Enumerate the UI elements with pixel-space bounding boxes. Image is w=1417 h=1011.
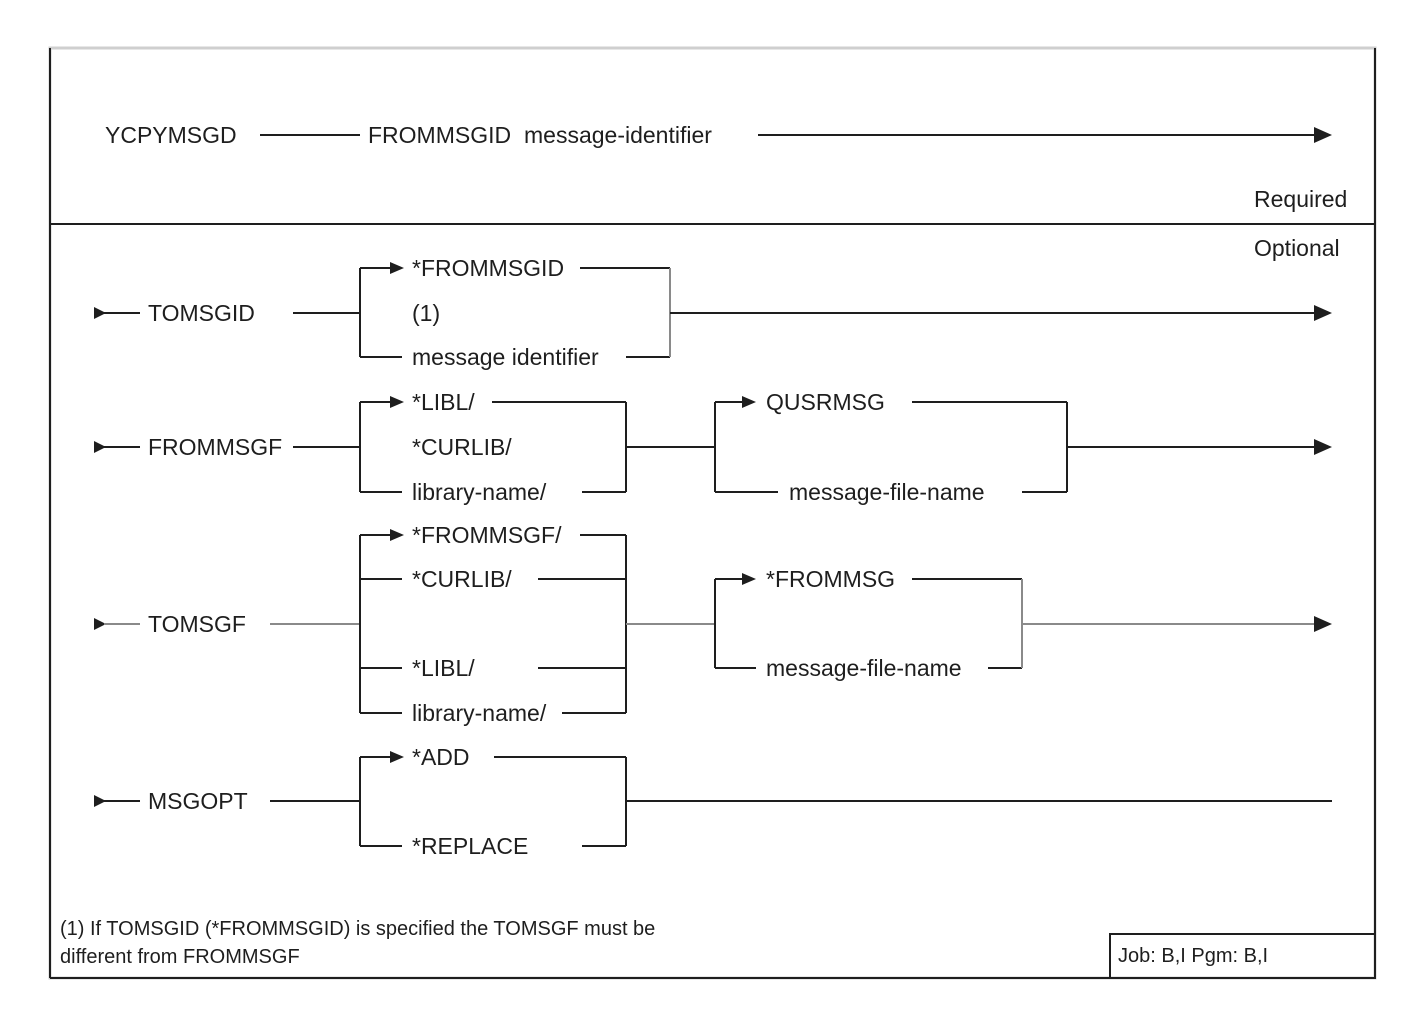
- frommsgf-lib-option-name: library-name/: [412, 479, 547, 505]
- footnote-line-2: different from FROMMSGF: [60, 946, 300, 968]
- required-keyword: FROMMSGID: [368, 122, 511, 148]
- msgopt-option-add: *ADD: [412, 744, 470, 770]
- tomsgf-lib-option-curlib: *CURLIB/: [412, 566, 512, 592]
- tomsgf-lib-option-libl: *LIBL/: [412, 655, 475, 681]
- frommsgf-file-option-name: message-file-name: [789, 479, 985, 505]
- footnote-line-1: (1) If TOMSGID (*FROMMSGID) is specified…: [60, 918, 655, 940]
- tomsgid-end-arrow: [1314, 305, 1332, 321]
- frommsgf-keyword: FROMMSGF: [148, 434, 282, 460]
- diagram-frame: [48, 46, 1377, 980]
- frommsgf-file-default-arrow: [742, 396, 756, 408]
- msgopt-start-arrow: [94, 795, 106, 807]
- msgopt-option-replace: *REPLACE: [412, 833, 528, 859]
- tomsgid-default-arrow: [390, 262, 404, 274]
- optional-label: Optional: [1254, 235, 1340, 261]
- tomsgf-lib-option-name: library-name/: [412, 700, 547, 726]
- tomsgf-lib-default-arrow: [390, 529, 404, 541]
- job-info: Job: B,I Pgm: B,I: [1118, 945, 1268, 967]
- tomsgid-option-default: *FROMMSGID: [412, 255, 564, 281]
- required-value: message-identifier: [524, 122, 712, 148]
- tomsgid-footnote-ref: (1): [412, 300, 440, 326]
- frommsgf-lib-option-libl: *LIBL/: [412, 389, 475, 415]
- command-name: YCPYMSGD: [105, 122, 237, 148]
- frommsgf-file-option-default: QUSRMSG: [766, 389, 885, 415]
- tomsgid-start-arrow: [94, 307, 106, 319]
- frommsgf-start-arrow: [94, 441, 106, 453]
- job-info-box: [1109, 933, 1376, 979]
- tomsgid-option-value: message identifier: [412, 344, 599, 370]
- tomsgf-file-option-name: message-file-name: [766, 655, 962, 681]
- tomsgf-start-arrow: [94, 618, 106, 630]
- frommsgf-end-arrow: [1314, 439, 1332, 455]
- tomsgid-keyword: TOMSGID: [148, 300, 255, 326]
- msgopt-default-arrow: [390, 751, 404, 763]
- tomsgf-keyword: TOMSGF: [148, 611, 246, 637]
- tomsgf-file-default-arrow: [742, 573, 756, 585]
- frommsgf-lib-option-curlib: *CURLIB/: [412, 434, 512, 460]
- tomsgf-file-option-default: *FROMMSG: [766, 566, 895, 592]
- required-label: Required: [1254, 186, 1347, 212]
- msgopt-keyword: MSGOPT: [148, 788, 248, 814]
- tomsgf-end-arrow: [1314, 616, 1332, 632]
- frommsgf-lib-default-arrow: [390, 396, 404, 408]
- tomsgf-lib-option-default: *FROMMSGF/: [412, 522, 562, 548]
- required-end-arrow: [1314, 127, 1332, 143]
